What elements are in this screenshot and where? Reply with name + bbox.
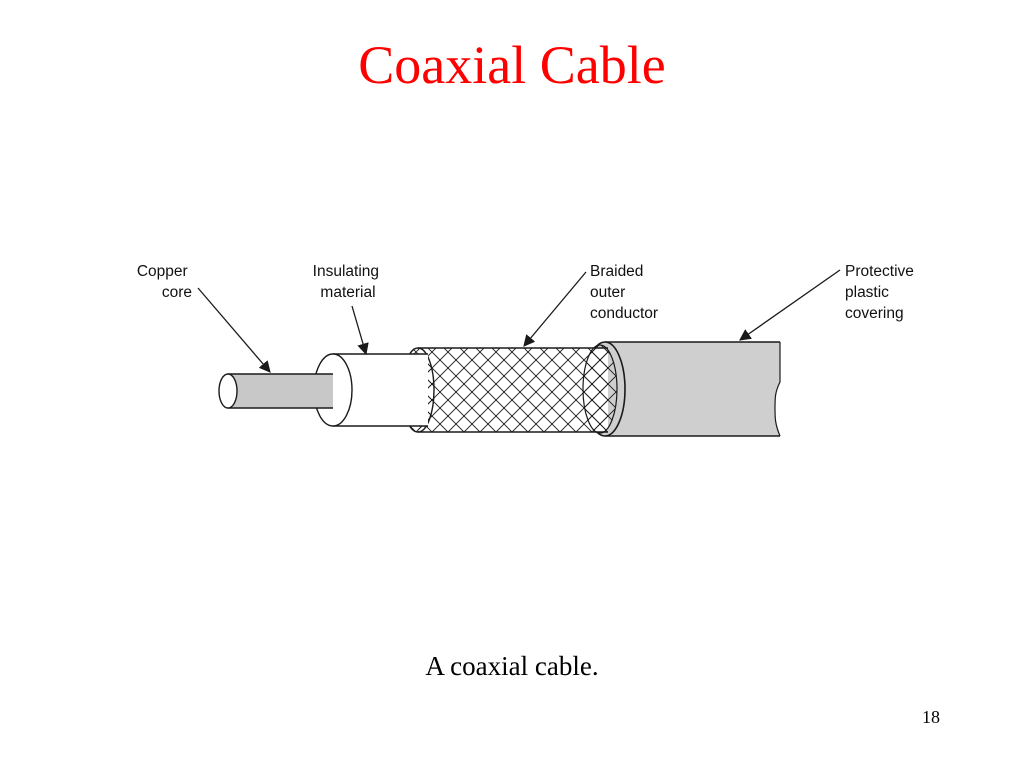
label-braided-outer-conductor: Braided outer conductor	[590, 263, 658, 322]
page-number: 18	[922, 707, 940, 727]
label-insulating-material: Insulating material	[313, 263, 384, 301]
label-copper-core: Copper core	[137, 263, 192, 301]
figure-caption: A coaxial cable.	[425, 651, 599, 681]
braided-conductor	[401, 344, 618, 434]
slide-title: Coaxial Cable	[358, 35, 666, 95]
protective-covering-arrow	[739, 269, 841, 341]
copper-core	[218, 373, 333, 409]
label-protective-plastic-covering: Protective plastic covering	[845, 263, 918, 322]
insulating-material-arrow	[351, 305, 369, 356]
insulation-layer	[313, 353, 428, 427]
copper-core-arrow	[197, 287, 271, 373]
braided-conductor-arrow	[523, 271, 587, 347]
